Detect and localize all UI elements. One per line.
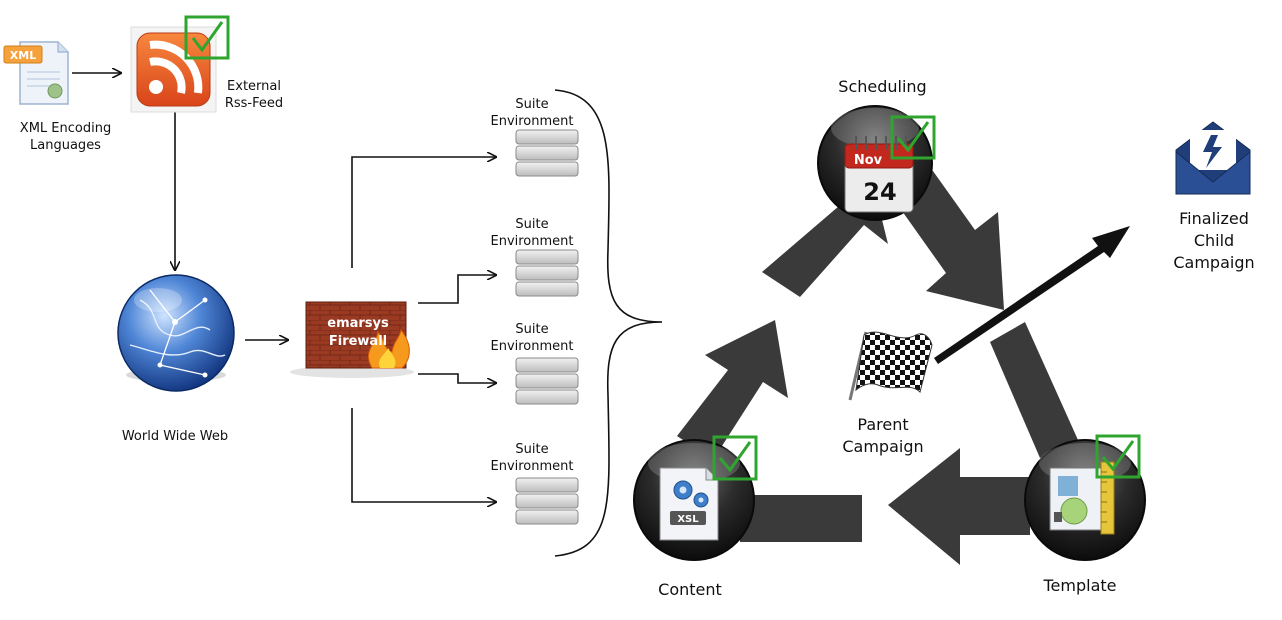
xml-node-label-line1: XML Encoding	[19, 121, 112, 136]
xml-node-label: XML Encoding Languages	[8, 120, 123, 154]
rss-node-label-line1: External	[227, 79, 281, 94]
arrow-firewall-to-env-4	[351, 408, 496, 502]
finalized-line2: Child	[1193, 231, 1235, 250]
content-check-icon	[712, 435, 758, 481]
finalized-line3: Campaign	[1173, 253, 1255, 272]
rss-feed-icon	[130, 26, 217, 113]
environments-brace	[554, 89, 663, 557]
finalized-child-campaign-label: Finalized Child Campaign	[1150, 208, 1278, 274]
server-stack-icon	[515, 249, 579, 297]
environment-label-line2: Environment	[490, 114, 574, 129]
server-stack-icon	[515, 477, 579, 525]
environment-label: Suite Environment	[482, 441, 582, 475]
xml-node-label-line2: Languages	[30, 138, 101, 153]
template-check-icon	[1095, 434, 1141, 479]
arrow-firewall-to-env-1	[351, 157, 496, 268]
scheduling-label: Scheduling	[838, 77, 927, 96]
calendar-day: 24	[863, 178, 896, 206]
environment-label-line1: Suite	[515, 217, 549, 232]
parent-campaign-line2: Campaign	[842, 437, 924, 456]
environment-label-line2: Environment	[490, 234, 574, 249]
environment-label: Suite Environment	[482, 96, 582, 130]
checkered-flag-icon	[848, 331, 933, 401]
finalized-line1: Finalized	[1179, 209, 1249, 228]
environment-label-line1: Suite	[515, 97, 549, 112]
firewall-icon	[290, 301, 414, 378]
firewall-label-line1: emarsys	[327, 316, 389, 331]
xsl-badge: XSL	[677, 514, 699, 525]
rss-check-icon	[184, 15, 230, 60]
www-node-label: World Wide Web	[121, 429, 229, 444]
xsl-file-icon	[659, 467, 719, 541]
parent-campaign-line1: Parent	[857, 415, 909, 434]
arrow-firewall-to-env-2	[418, 275, 496, 304]
xml-badge: XML	[10, 49, 36, 62]
environment-label-line2: Environment	[490, 339, 574, 354]
server-stack-icon	[515, 129, 579, 177]
environment-label-line1: Suite	[515, 442, 549, 457]
environment-label-line2: Environment	[490, 459, 574, 474]
arrow-firewall-to-env-3	[418, 373, 496, 383]
globe-icon	[117, 274, 235, 392]
arrow-parent-to-finalized	[934, 226, 1130, 364]
content-label: Content	[658, 580, 722, 599]
template-label: Template	[1043, 576, 1117, 595]
envelope-bolt-icon	[1175, 121, 1251, 195]
calendar-month: Nov	[854, 153, 883, 168]
server-stack-icon	[515, 357, 579, 405]
parent-campaign-label: Parent Campaign	[818, 414, 948, 458]
scheduling-check-icon	[890, 115, 936, 160]
xml-file-icon: XML	[3, 41, 69, 105]
environment-label: Suite Environment	[482, 216, 582, 250]
rss-node-label: External Rss-Feed	[214, 78, 294, 112]
rss-node-label-line2: Rss-Feed	[224, 96, 284, 111]
cycle-bar-content	[740, 495, 862, 542]
environment-label-line1: Suite	[515, 322, 549, 337]
firewall-label-line2: Firewall	[329, 334, 387, 349]
cycle-arrow-content-to-scheduling	[677, 320, 788, 460]
flow-connectors	[72, 73, 496, 502]
environment-label: Suite Environment	[482, 321, 582, 355]
template-icon	[1049, 461, 1115, 535]
cycle-arrow-to-template	[990, 322, 1078, 458]
calendar-icon	[844, 136, 914, 213]
cycle-arrow-template-to-content	[888, 448, 1030, 565]
